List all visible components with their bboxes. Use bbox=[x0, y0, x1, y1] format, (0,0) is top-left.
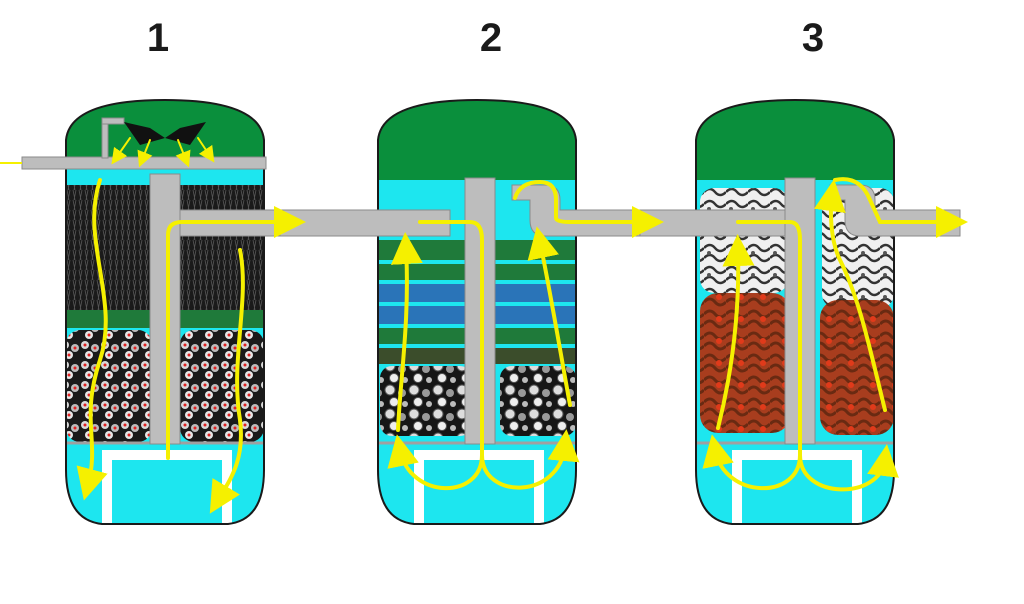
tank-1-lid bbox=[66, 100, 264, 165]
tank-1-center-pipe bbox=[149, 173, 181, 445]
inlet-pipe bbox=[21, 156, 267, 170]
tank-1 bbox=[0, 98, 281, 525]
tank-3 bbox=[639, 98, 961, 525]
flow-arrow bbox=[111, 137, 131, 165]
spray-nozzle-icon bbox=[101, 117, 206, 159]
flow-arrow bbox=[833, 177, 968, 238]
flow-arrow bbox=[166, 206, 306, 460]
flow-arrow bbox=[716, 234, 755, 430]
stage-label-2: 2 bbox=[479, 16, 503, 60]
tank-2-media-left bbox=[380, 366, 472, 436]
tank-3-lid bbox=[696, 100, 894, 180]
flow-arrow bbox=[390, 232, 423, 432]
tank-1-ceramic-media-left bbox=[66, 330, 152, 442]
flow-arrow bbox=[209, 248, 245, 514]
flow-arrow bbox=[76, 178, 108, 501]
tank-1-ceramic-media-right bbox=[180, 330, 264, 442]
flow-arrow bbox=[480, 429, 580, 490]
flow-arrow bbox=[197, 137, 215, 163]
tank-2-stand bbox=[414, 450, 544, 524]
tank-3-red-media-left bbox=[700, 293, 790, 433]
flow-arrow bbox=[814, 179, 887, 412]
tank-2-lid bbox=[378, 100, 576, 180]
tank-3-red-media-right bbox=[820, 300, 894, 435]
stage-label-1: 1 bbox=[146, 16, 170, 60]
flow-arrow bbox=[513, 179, 664, 238]
flow-arrow bbox=[702, 220, 802, 491]
tank-3-light-media-left bbox=[700, 188, 788, 293]
flow-arrow bbox=[798, 444, 899, 492]
tank-2 bbox=[279, 98, 641, 525]
flow-arrow bbox=[527, 226, 572, 407]
flow-arrow bbox=[175, 139, 191, 168]
flow-arrow bbox=[137, 139, 153, 168]
tank-2-media-right bbox=[500, 366, 576, 436]
flow-arrows bbox=[76, 137, 968, 514]
stage-label-3: 3 bbox=[801, 16, 825, 60]
